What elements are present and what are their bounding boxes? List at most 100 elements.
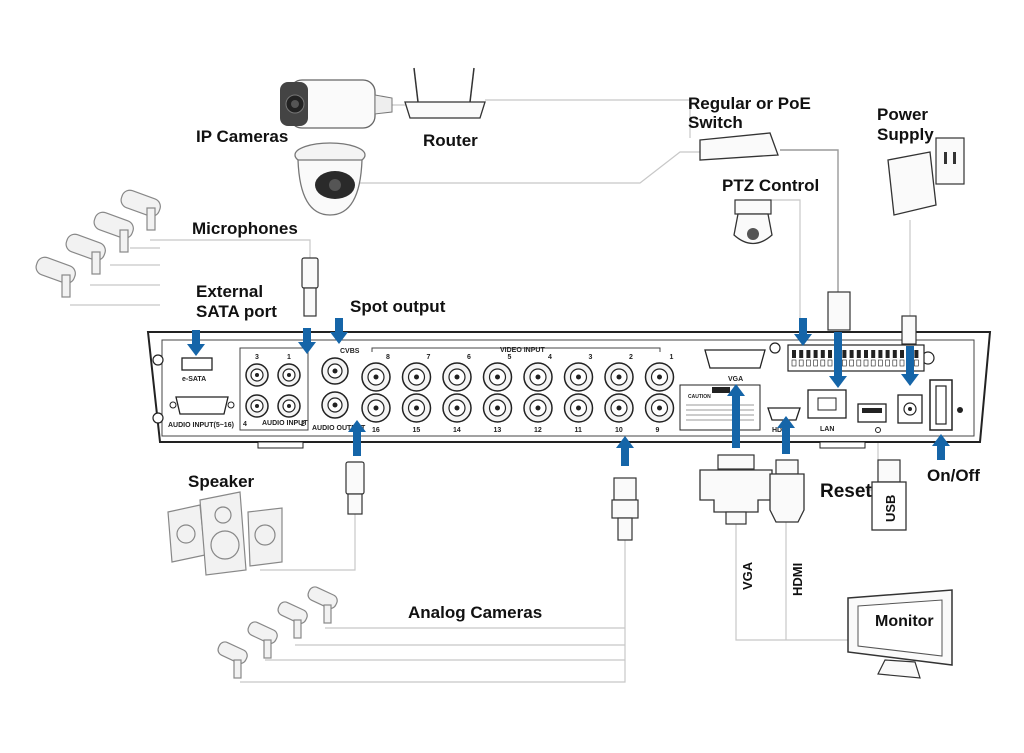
router-label: Router xyxy=(423,131,478,150)
external-sata-label-line1: External xyxy=(196,282,263,301)
ip-dome-camera xyxy=(294,142,366,216)
power-cable-plug xyxy=(901,315,917,345)
bnc-port: 8 xyxy=(361,354,391,392)
hdmi-cable-label: HDMI xyxy=(790,563,805,596)
bnc-port: 16 xyxy=(361,393,391,434)
audio-port-number: 3 xyxy=(255,354,259,361)
bnc-port-number: 14 xyxy=(453,427,461,434)
external-sata-label-line2: SATA port xyxy=(196,302,277,321)
bnc-port-number: 16 xyxy=(372,427,380,434)
bnc-port: 13 xyxy=(482,393,513,434)
analog-cameras-group xyxy=(217,586,338,679)
router-device xyxy=(404,67,486,119)
bnc-port-number: 3 xyxy=(589,354,593,361)
lan-port: LAN xyxy=(807,389,847,433)
switch-label-line1: Regular or PoE xyxy=(688,94,811,113)
rca-plug-microphones xyxy=(301,257,319,317)
usb-label: USB xyxy=(883,495,898,522)
bnc-port: 15 xyxy=(401,393,432,434)
vga-cable-connector xyxy=(699,454,773,525)
video-input-label: VIDEO INPUT xyxy=(500,347,545,354)
bnc-port: 9 xyxy=(644,393,675,434)
bnc-port: 1 xyxy=(644,354,675,392)
bnc-port: 6 xyxy=(442,354,472,392)
ip-cameras-label: IP Cameras xyxy=(196,127,288,146)
hdmi-port: HDMI xyxy=(767,407,801,434)
bnc-port-number: 6 xyxy=(467,354,471,361)
monitor-device xyxy=(847,589,953,679)
power-supply-label-line1: Power xyxy=(877,105,928,124)
bnc-port-number: 7 xyxy=(427,354,431,361)
esata-port-label: e-SATA xyxy=(182,376,206,383)
bnc-port-number: 5 xyxy=(508,354,512,361)
monitor-label: Monitor xyxy=(875,613,934,630)
bnc-port-number: 15 xyxy=(413,427,421,434)
arrow-hdmi xyxy=(777,416,795,454)
switch-label-line2: Switch xyxy=(688,113,743,132)
bnc-port-number: 11 xyxy=(575,427,583,434)
bnc-port-number: 1 xyxy=(670,354,674,361)
arrow-on-off xyxy=(932,434,950,460)
arrow-vga xyxy=(727,384,745,448)
arrow-spot-output xyxy=(330,318,348,344)
dc-power-jack xyxy=(897,394,923,424)
bnc-port: 2 xyxy=(604,354,634,392)
analog-cameras-label: Analog Cameras xyxy=(408,603,542,622)
ptz-control-label: PTZ Control xyxy=(722,176,819,195)
bnc-port-number: 9 xyxy=(656,427,660,434)
hdmi-port-label: HDMI xyxy=(772,427,790,434)
on-off-label: On/Off xyxy=(927,466,980,485)
esata-port: e-SATA xyxy=(181,357,213,383)
terminal-block-ptz xyxy=(787,344,925,372)
power-switch xyxy=(929,379,953,431)
vga-cable-label: VGA xyxy=(740,561,755,590)
bnc-port-number: 2 xyxy=(629,354,633,361)
cvbs-label: CVBS xyxy=(340,348,360,355)
ip-bullet-camera xyxy=(280,79,393,129)
speaker-device xyxy=(167,491,283,576)
bnc-port: 5 xyxy=(482,354,513,392)
lan-port-label: LAN xyxy=(820,426,834,433)
bnc-port: 7 xyxy=(401,354,432,392)
arrow-ptz-terminal xyxy=(794,318,812,346)
speaker-label: Speaker xyxy=(188,472,255,491)
bnc-port-number: 4 xyxy=(548,354,552,361)
arrow-speaker-output xyxy=(348,420,366,456)
rca-plug-speaker xyxy=(345,461,365,515)
caution-sticker: CAUTION xyxy=(679,384,761,431)
arrow-lan xyxy=(829,332,847,388)
vga-port-label: VGA xyxy=(728,376,743,383)
bnc-port-number: 12 xyxy=(534,427,542,434)
power-supply-label-line2: Supply xyxy=(877,125,934,144)
audio-port-number: 1 xyxy=(287,354,291,361)
bnc-port: 11 xyxy=(563,393,594,434)
audio-port-number: 2 xyxy=(301,421,305,428)
connection-wires xyxy=(70,99,911,683)
arrow-external-sata xyxy=(187,330,205,356)
microphones-label: Microphones xyxy=(192,219,298,238)
bnc-port: 4 xyxy=(523,354,553,392)
bnc-cable-plug xyxy=(611,477,639,541)
arrow-dc-power xyxy=(901,346,919,386)
hdmi-cable-connector xyxy=(769,459,805,523)
usb-port xyxy=(857,403,887,433)
connection-arrows xyxy=(187,318,950,466)
bnc-port: 10 xyxy=(604,393,634,434)
caution-label: CAUTION xyxy=(688,394,711,400)
power-supply-device xyxy=(887,137,965,216)
bnc-port-number: 8 xyxy=(386,354,390,361)
usb-stick xyxy=(871,459,907,531)
audio-input-db-port: AUDIO INPUT(5~16) xyxy=(168,396,235,429)
spot-output-label: Spot output xyxy=(350,297,446,316)
bnc-port: 12 xyxy=(523,393,553,434)
arrow-video-input xyxy=(616,436,634,466)
bnc-port-number: 13 xyxy=(494,427,502,434)
switch-device xyxy=(699,132,779,161)
bnc-port-number: 10 xyxy=(615,427,623,434)
reset-label: Reset xyxy=(820,481,872,502)
audio-input-db-label: AUDIO INPUT(5~16) xyxy=(168,422,234,429)
audio-port-number: 4 xyxy=(243,421,247,428)
audio-input-rca-ports: 3 1 4 2 AUDIO INPUT xyxy=(239,347,309,431)
arrow-audio-input xyxy=(298,328,316,354)
